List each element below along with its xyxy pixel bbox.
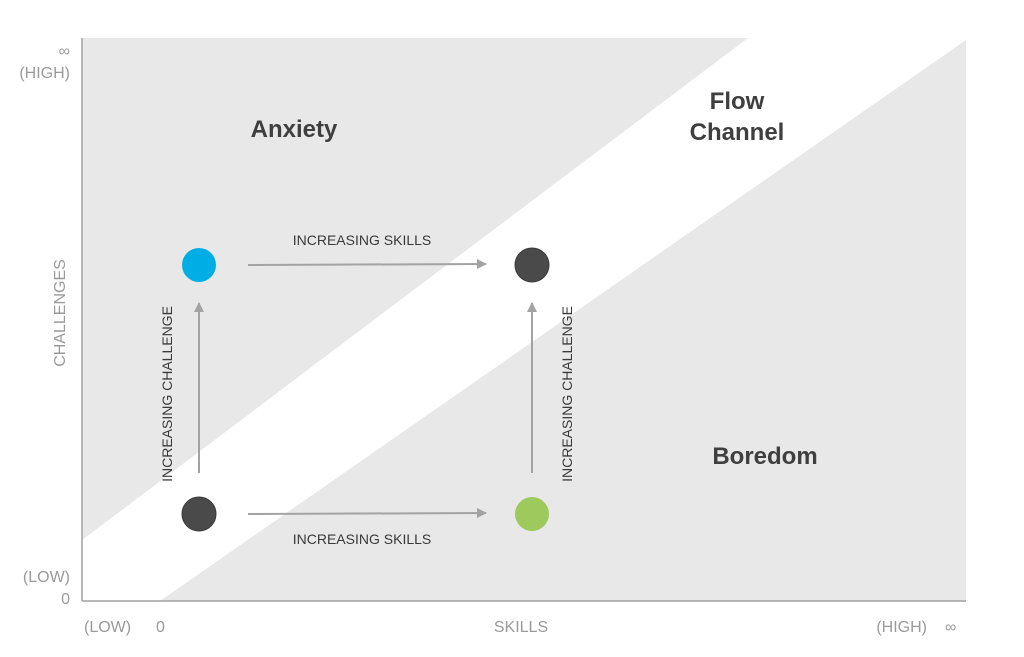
point-high-skill-high-challenge (514, 247, 550, 283)
boredom-label: Boredom (712, 443, 817, 470)
y-high-label: (HIGH) (19, 65, 70, 82)
x-high-label: (HIGH) (876, 619, 927, 636)
point-low-skill-high-challenge (182, 248, 216, 282)
flow-label-line1: Flow (710, 88, 765, 115)
top-arrow-label: INCREASING SKILLS (293, 232, 432, 248)
bottom-arrow-label: INCREASING SKILLS (293, 531, 432, 547)
x-low-label: (LOW) (84, 619, 131, 636)
left-arrow-label: INCREASING CHALLENGE (159, 306, 175, 482)
arrow-top-increasing-skills (247, 259, 487, 270)
y-low-zero: 0 (61, 591, 70, 608)
point-low-skill-low-challenge (181, 496, 217, 532)
y-high-infinity: ∞ (59, 43, 70, 60)
anxiety-label: Anxiety (251, 116, 338, 143)
x-high-infinity: ∞ (945, 619, 956, 636)
y-low-label: (LOW) (23, 569, 70, 586)
x-low-zero: 0 (156, 619, 165, 636)
right-arrow-label: INCREASING CHALLENGE (559, 306, 575, 482)
point-high-skill-low-challenge (515, 497, 549, 531)
flow-channel-band (82, 38, 966, 601)
arrow-bottom-increasing-skills (247, 508, 487, 519)
x-axis-title: SKILLS (494, 619, 548, 636)
y-axis-title: CHALLENGES (52, 259, 69, 367)
flow-label-line2: Channel (690, 119, 785, 146)
